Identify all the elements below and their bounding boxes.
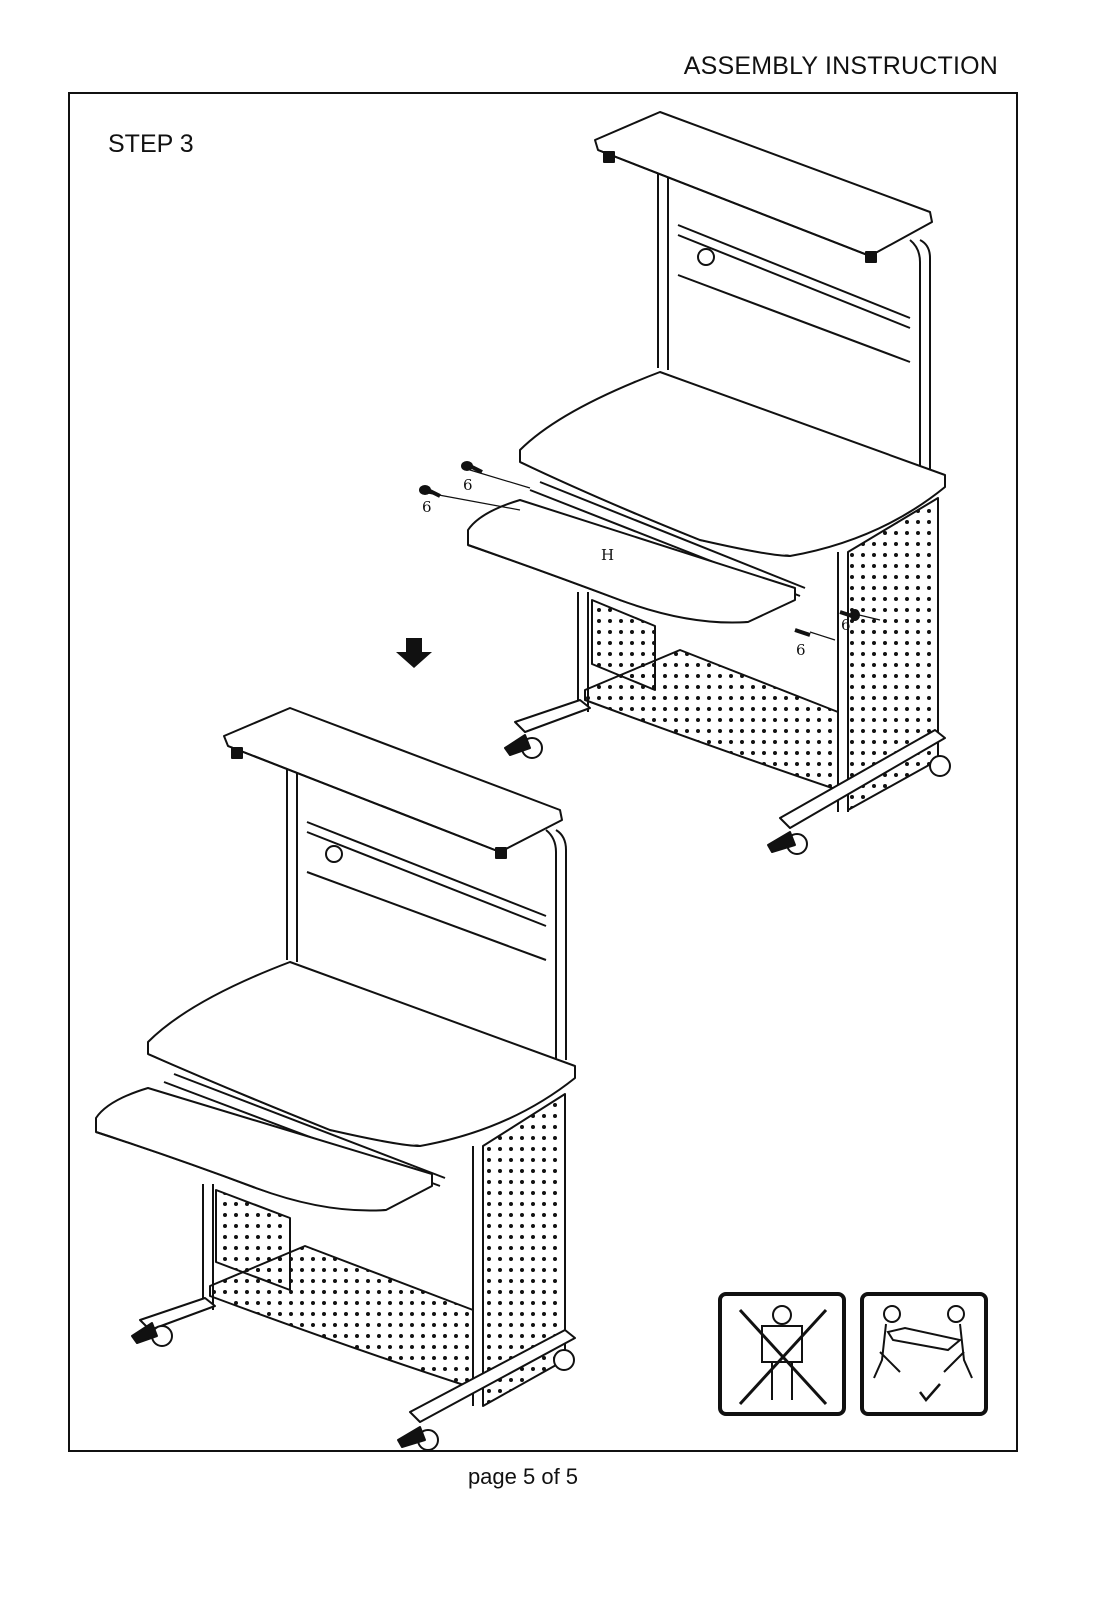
screw-label: 6 (463, 476, 473, 494)
page-number-text: page 5 of 5 (468, 1464, 578, 1489)
two-person-lift-icon (862, 1294, 986, 1414)
screw-label: 6 (796, 641, 806, 659)
screw-label: 6 (422, 498, 432, 516)
tray-part-label: H (601, 546, 614, 564)
single-person-lift-warning-icon (720, 1294, 844, 1414)
desk-exploded-view (420, 112, 950, 854)
page-number: page 5 of 5 (0, 1464, 1106, 1490)
down-arrow-icon (396, 638, 432, 668)
screw-label: 6 (841, 616, 851, 634)
desk-assembled-view (96, 708, 575, 1450)
